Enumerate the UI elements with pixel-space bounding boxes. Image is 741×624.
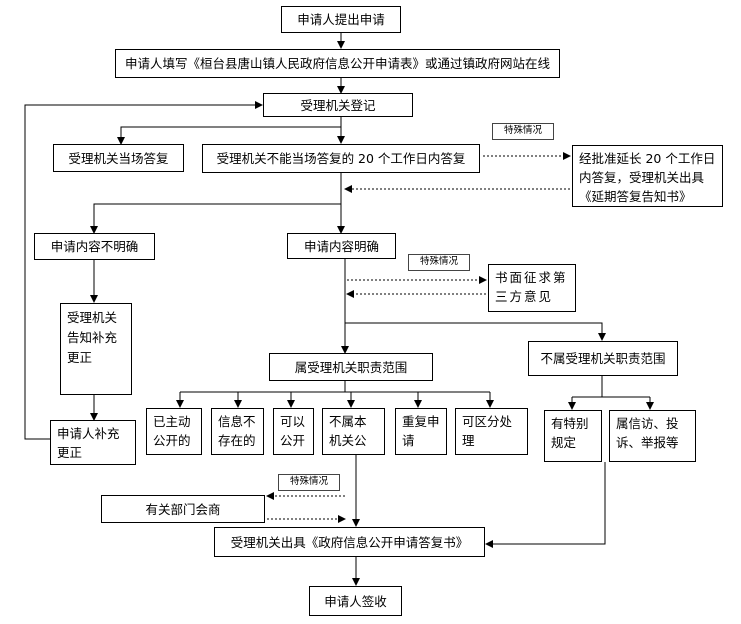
special-case-label-2: 特殊情况 xyxy=(408,254,470,271)
node-applicant-supplement: 申请人补充更正 xyxy=(50,420,136,465)
node-reply-20-days: 受理机关不能当场答复的 20 个工作日内答复 xyxy=(202,144,480,173)
node-extension: 经批准延长 20 个工作日内答复，受理机关出具《延期答复告知书》 xyxy=(572,145,723,207)
node-not-exist: 信息不存在的 xyxy=(211,408,264,455)
node-applicant-sign: 申请人签收 xyxy=(309,586,402,616)
node-not-this-agency: 不属本机关公开 xyxy=(322,408,385,455)
node-content-unclear: 申请内容不明确 xyxy=(34,233,155,260)
node-reply-onsite: 受理机关当场答复 xyxy=(53,144,184,172)
node-petition: 属信访、投诉、举报等 xyxy=(609,410,696,462)
node-out-of-scope: 不属受理机关职责范围 xyxy=(528,341,678,376)
node-reply-letter: 受理机关出具《政府信息公开申请答复书》 xyxy=(214,527,485,557)
special-case-label-1: 特殊情况 xyxy=(492,123,554,140)
node-partial-processing: 可区分处理 xyxy=(455,408,528,455)
node-apply: 申请人提出申请 xyxy=(281,6,401,33)
node-repeat-application: 重复申请 xyxy=(395,408,447,455)
node-can-open: 可以公开 xyxy=(273,408,314,455)
node-content-clear: 申请内容明确 xyxy=(287,233,396,259)
node-in-scope: 属受理机关职责范围 xyxy=(269,353,433,381)
node-notify-supplement: 受理机关告知补充更正 xyxy=(60,303,132,395)
node-third-party: 书面征求第三方意见 xyxy=(488,264,576,312)
node-already-published: 已主动公开的 xyxy=(146,408,202,455)
node-register: 受理机关登记 xyxy=(263,93,413,117)
special-case-label-3: 特殊情况 xyxy=(278,474,340,491)
node-special-rules: 有特别规定 xyxy=(544,410,602,462)
node-consult-departments: 有关部门会商 xyxy=(101,495,265,523)
node-fill-form: 申请人填写《桓台县唐山镇人民政府信息公开申请表》或通过镇政府网站在线 xyxy=(115,49,560,78)
